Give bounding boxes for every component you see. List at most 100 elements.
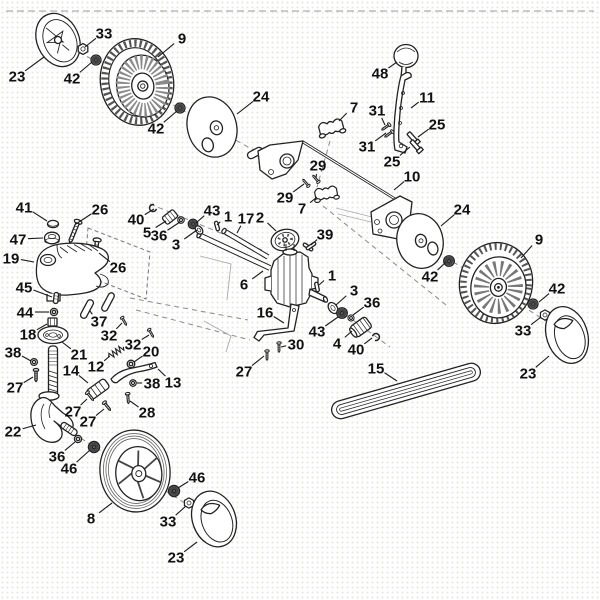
roll-pin xyxy=(101,292,115,312)
part-callout: 42 xyxy=(422,268,439,285)
part-callout: 23 xyxy=(168,549,185,566)
wheel-rear-right xyxy=(458,241,534,325)
leader-line xyxy=(20,259,35,263)
part-callout: 43 xyxy=(309,323,326,340)
shaft-pin xyxy=(314,281,320,293)
part-callout: 31 xyxy=(369,102,386,119)
part-callout: 12 xyxy=(88,358,105,375)
leader-line xyxy=(177,481,189,489)
leader-line xyxy=(267,222,277,232)
axle-disc-right xyxy=(396,213,444,269)
part-callout: 2 xyxy=(256,209,264,226)
cap xyxy=(46,219,60,229)
part-callout: 7 xyxy=(350,99,358,116)
support-bracket xyxy=(253,303,300,342)
part-callout: 8 xyxy=(87,510,95,527)
leader-line xyxy=(129,400,139,408)
part-callout: 46 xyxy=(189,469,206,486)
leader-line xyxy=(23,376,34,384)
rod-clamp-lower xyxy=(312,184,341,204)
grommet xyxy=(126,359,136,369)
leader-line xyxy=(115,322,123,330)
leader-line xyxy=(95,408,105,417)
part-callout: 33 xyxy=(160,513,177,530)
leader-line xyxy=(133,355,143,363)
leader-line xyxy=(440,214,455,227)
part-callout: 25 xyxy=(429,116,446,133)
part-callout: 26 xyxy=(92,201,109,218)
leader-line xyxy=(163,110,178,123)
handle-bracket-housing xyxy=(35,242,109,302)
part-callout: 28 xyxy=(139,404,156,421)
part-callout: 48 xyxy=(372,65,389,82)
leader-line xyxy=(273,316,285,324)
part-callout: 40 xyxy=(348,341,365,358)
cap-nut xyxy=(43,231,61,245)
lever-bolt xyxy=(409,139,424,155)
axle-tube xyxy=(221,227,270,260)
part-callout: 18 xyxy=(20,326,37,343)
hubcap-rear-right xyxy=(544,306,590,364)
wheel-nut xyxy=(77,42,89,56)
part-callout: 1 xyxy=(224,208,232,225)
wheel-bearing xyxy=(526,297,540,311)
leader-line xyxy=(183,541,198,553)
leader-line xyxy=(22,424,37,430)
flat-washer xyxy=(129,379,137,387)
part-callout: 9 xyxy=(535,231,543,248)
part-callout: 23 xyxy=(520,365,537,382)
part-callout: 44 xyxy=(17,304,34,321)
part-callout: 36 xyxy=(49,448,66,465)
pivot-plate-left xyxy=(246,140,304,180)
pivot-disc xyxy=(37,325,69,345)
part-callout: 25 xyxy=(384,153,401,170)
height-adjuster-assembly xyxy=(246,43,424,240)
leader-line xyxy=(352,306,365,316)
part-callout: 21 xyxy=(71,346,88,363)
leader-line xyxy=(75,213,92,225)
leader-line xyxy=(141,334,150,341)
part-callout: 5 xyxy=(143,224,151,241)
set-screw xyxy=(146,327,156,339)
part-callout: 24 xyxy=(253,88,270,105)
leader-line xyxy=(33,289,53,298)
part-callout: 14 xyxy=(63,362,80,379)
leader-line xyxy=(21,355,32,362)
part-callout: 7 xyxy=(298,200,306,217)
spring xyxy=(108,344,125,359)
leader-line xyxy=(195,215,205,224)
roll-pin xyxy=(305,241,317,251)
part-callout: 36 xyxy=(364,294,381,311)
leader-line xyxy=(98,252,111,263)
hubcap-front xyxy=(190,490,238,548)
front-wheel-assembly xyxy=(73,429,238,548)
drive-pin xyxy=(213,220,221,232)
leader-line xyxy=(157,368,166,377)
wheel-bearing xyxy=(89,53,103,67)
part-callout: 46 xyxy=(61,460,78,477)
deck-outline xyxy=(199,207,373,353)
leader-line xyxy=(384,372,398,382)
part-callout: 16 xyxy=(257,304,274,321)
part-callout: 40 xyxy=(128,211,145,228)
part-callout: 27 xyxy=(236,363,253,380)
leader-line xyxy=(80,398,88,406)
leader-line xyxy=(236,225,242,234)
gearbox xyxy=(264,244,329,308)
part-callout: 3 xyxy=(350,282,358,299)
leader-line xyxy=(157,43,175,58)
part-callout: 6 xyxy=(240,276,248,293)
part-callout: 9 xyxy=(178,30,186,47)
leader-line xyxy=(388,61,398,69)
leader-line xyxy=(175,505,187,516)
part-callout: 26 xyxy=(110,259,127,276)
leader-line xyxy=(417,128,430,138)
part-callout: 42 xyxy=(64,70,81,87)
housing-screw xyxy=(65,217,84,245)
drive-assembly xyxy=(147,202,482,420)
leader-line xyxy=(381,117,386,126)
wheel-bearing xyxy=(442,254,456,268)
wheel-rear-left xyxy=(99,38,175,126)
leader-line xyxy=(24,56,45,72)
